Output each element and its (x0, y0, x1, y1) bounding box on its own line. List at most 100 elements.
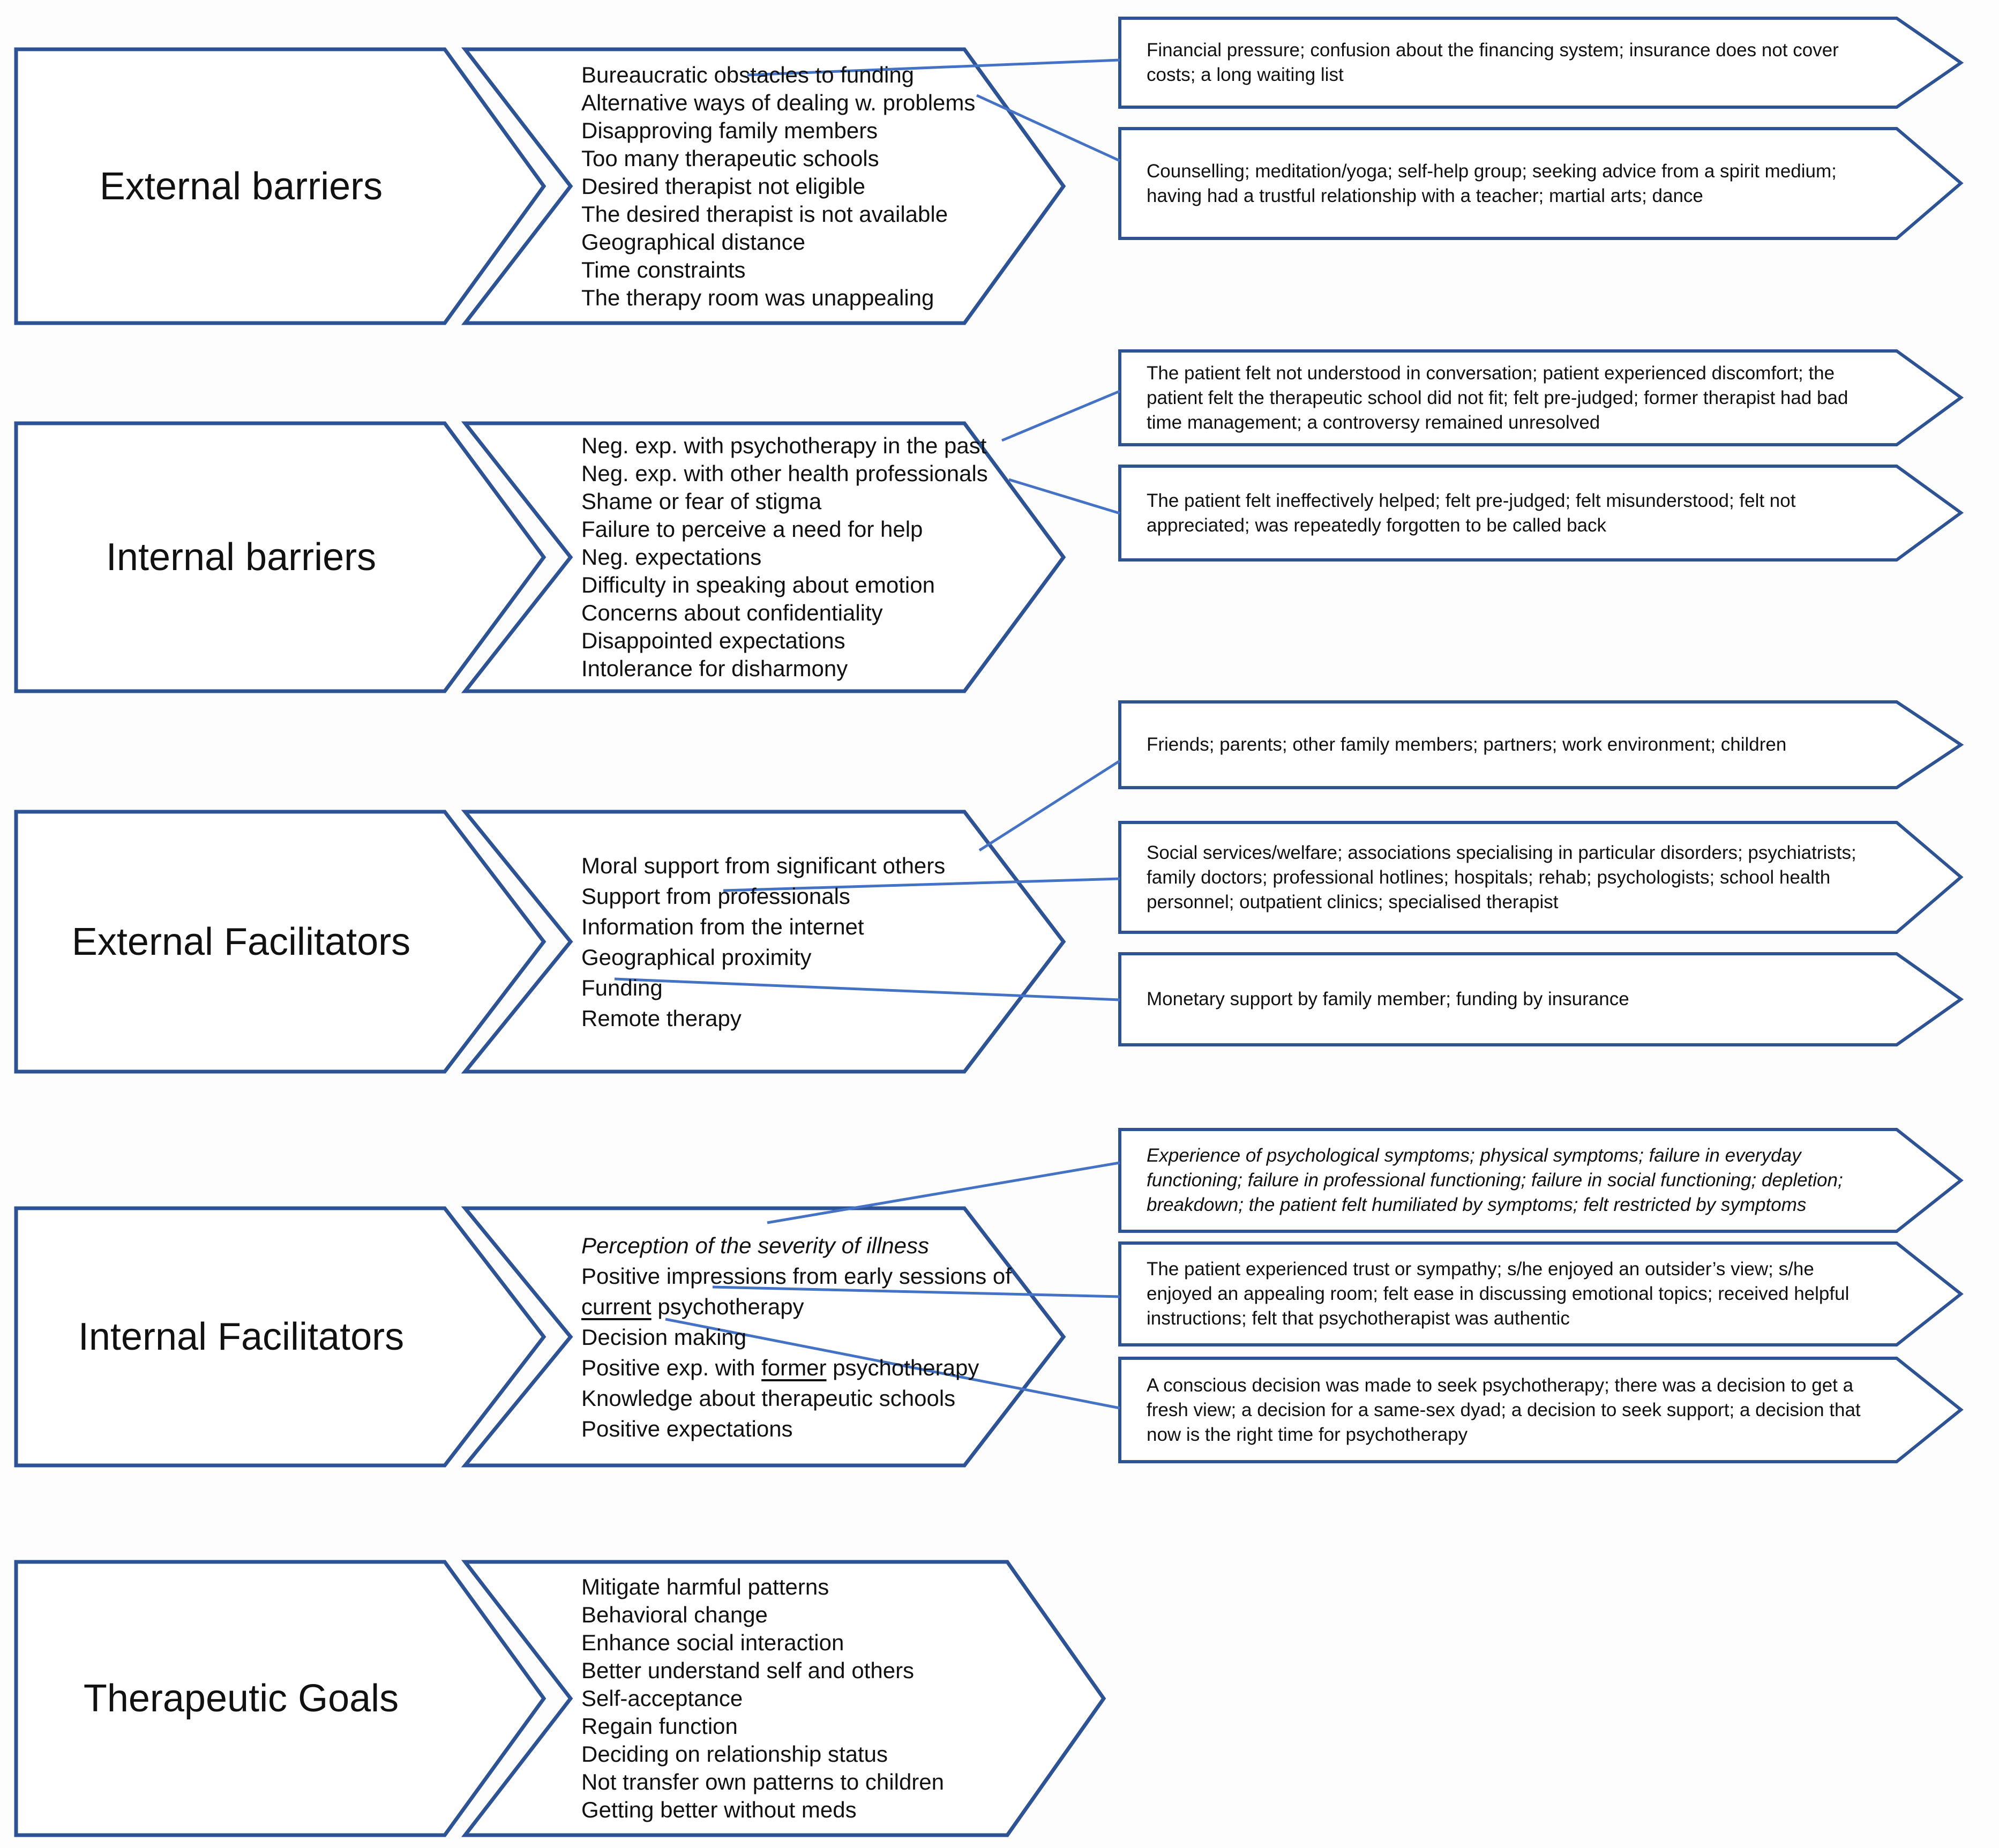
list-item: Bureaucratic obstacles to funding (581, 62, 915, 87)
list-item: Decision making (581, 1324, 747, 1350)
list-item: Getting better without meds (581, 1797, 857, 1822)
external-barriers-items-chevron (461, 47, 1066, 325)
connector-line (723, 877, 1120, 892)
connector-line (747, 58, 1120, 77)
list-item: Concerns about confidentiality (581, 600, 883, 625)
list-item: Alternative ways of dealing w. problems (581, 89, 976, 115)
external-facilitators-label-arrow (14, 810, 546, 1074)
connector-line (614, 977, 1120, 1001)
detail-text-decision-making: A conscious decision was made to seek ps… (1147, 1374, 1861, 1445)
category-label-text: Internal barriers (106, 536, 377, 579)
detail-arrow-funding-obstacles (1118, 17, 1964, 109)
external-facilitators-items-chevron (461, 810, 1066, 1074)
detail-arrow-professional-support (1118, 821, 1964, 934)
category-label-text: External Facilitators (71, 920, 411, 963)
therapeutic-goals-items-chevron (461, 1560, 1106, 1837)
internal-facilitators-label-arrow (14, 1206, 546, 1468)
list-item: Disapproving family members (581, 117, 878, 143)
internal-barriers-items-chevron (461, 421, 1066, 693)
internal-barriers-item-list: Neg. exp. with psychotherapy in the past… (581, 423, 1053, 691)
list-item: Deciding on relationship status (581, 1741, 888, 1767)
list-item: The desired therapist is not available (581, 201, 948, 227)
connector-line (1001, 390, 1120, 442)
category-label-text: Internal Facilitators (78, 1315, 405, 1358)
category-label-therapeutic-goals: Therapeutic Goals (32, 1562, 450, 1835)
list-item: Intolerance for disharmony (581, 656, 848, 681)
list-item: Geographical distance (581, 229, 805, 255)
list-item: Neg. expectations (581, 544, 762, 570)
internal-barriers-label-arrow (14, 421, 546, 693)
list-item: Moral support from significant others (581, 852, 946, 878)
list-item: Positive exp. with former psychotherapy (581, 1352, 1053, 1383)
connector-line (665, 1318, 1120, 1410)
list-item-segment: current (581, 1293, 652, 1319)
list-item: Desired therapist not eligible (581, 173, 865, 199)
list-item: Geographical proximity (581, 944, 812, 970)
detail-text-funding-obstacles: Financial pressure; confusion about the … (1147, 40, 1839, 85)
list-item: The therapy room was unappealing (581, 285, 934, 310)
list-item: Shame or fear of stigma (581, 489, 822, 514)
list-item: Funding (581, 975, 663, 1000)
therapeutic-goals-label-arrow (14, 1560, 546, 1837)
detail-arrow-severity-perception (1118, 1128, 1964, 1233)
internal-facilitators-items-chevron (461, 1206, 1066, 1468)
list-item-segment: Positive impressions from early sessions… (581, 1263, 1012, 1289)
list-item: Neg. exp. with psychotherapy in the past (581, 433, 987, 458)
category-label-external-facilitators: External Facilitators (32, 812, 450, 1072)
list-item: Difficulty in speaking about emotion (581, 572, 935, 597)
list-item: Information from the internet (581, 914, 864, 939)
list-item: Self-acceptance (581, 1686, 743, 1711)
list-item: Neg. exp. with other health professional… (581, 461, 988, 486)
detail-text-funding-sources: Monetary support by family member; fundi… (1147, 989, 1629, 1009)
detail-text-severity-perception: Experience of psychological symptoms; ph… (1147, 1145, 1843, 1215)
list-item: Regain function (581, 1714, 738, 1739)
detail-text-alternative-ways: Counselling; meditation/yoga; self-help … (1147, 160, 1837, 206)
list-item: Enhance social interaction (581, 1630, 844, 1655)
connector-line (712, 1285, 1120, 1298)
category-label-internal-barriers: Internal barriers (32, 423, 450, 691)
connector-line (767, 1161, 1120, 1224)
detail-arrow-funding-sources (1118, 952, 1964, 1046)
list-item: Positive expectations (581, 1416, 793, 1441)
list-item-segment: psychotherapy (651, 1293, 804, 1319)
detail-text-professional-support: Social services/welfare; associations sp… (1147, 842, 1856, 912)
detail-text-moral-support: Friends; parents; other family members; … (1147, 734, 1787, 755)
detail-text-neg-exp-psychotherapy: The patient felt not understood in conve… (1147, 362, 1848, 433)
connector-line (976, 94, 1121, 162)
connector-line (1008, 478, 1120, 515)
list-item: Failure to perceive a need for help (581, 517, 923, 542)
list-item-segment: psychotherapy (826, 1355, 979, 1380)
list-item: Better understand self and others (581, 1658, 915, 1683)
detail-arrow-early-sessions (1118, 1241, 1964, 1346)
detail-arrow-alternative-ways (1118, 127, 1964, 240)
list-item: Not transfer own patterns to children (581, 1769, 945, 1794)
connector-line (978, 759, 1121, 852)
list-item: Too many therapeutic schools (581, 145, 879, 171)
list-item: Behavioral change (581, 1602, 768, 1627)
list-item: Perception of the severity of illness (581, 1230, 1053, 1261)
detail-arrow-neg-exp-professionals (1118, 465, 1964, 562)
list-item: Remote therapy (581, 1005, 742, 1031)
detail-arrow-decision-making (1118, 1357, 1964, 1463)
list-item: Mitigate harmful patterns (581, 1574, 829, 1599)
category-label-text: Therapeutic Goals (83, 1677, 399, 1720)
list-item: Knowledge about therapeutic schools (581, 1385, 956, 1411)
category-label-external-barriers: External barriers (32, 49, 450, 323)
external-barriers-label-arrow (14, 47, 546, 325)
list-item: Time constraints (581, 257, 746, 282)
list-item: Disappointed expectations (581, 628, 845, 653)
list-item-segment: former (761, 1355, 827, 1380)
category-label-internal-facilitators: Internal Facilitators (32, 1208, 450, 1465)
detail-arrow-neg-exp-psychotherapy (1118, 349, 1964, 446)
list-item-segment: Perception of the severity of illness (581, 1232, 929, 1258)
category-label-text: External barriers (99, 164, 383, 208)
list-item-segment: Positive exp. with (581, 1355, 762, 1380)
list-item: Positive impressions from early sessions… (581, 1261, 1053, 1322)
detail-text-early-sessions: The patient experienced trust or sympath… (1147, 1259, 1850, 1329)
